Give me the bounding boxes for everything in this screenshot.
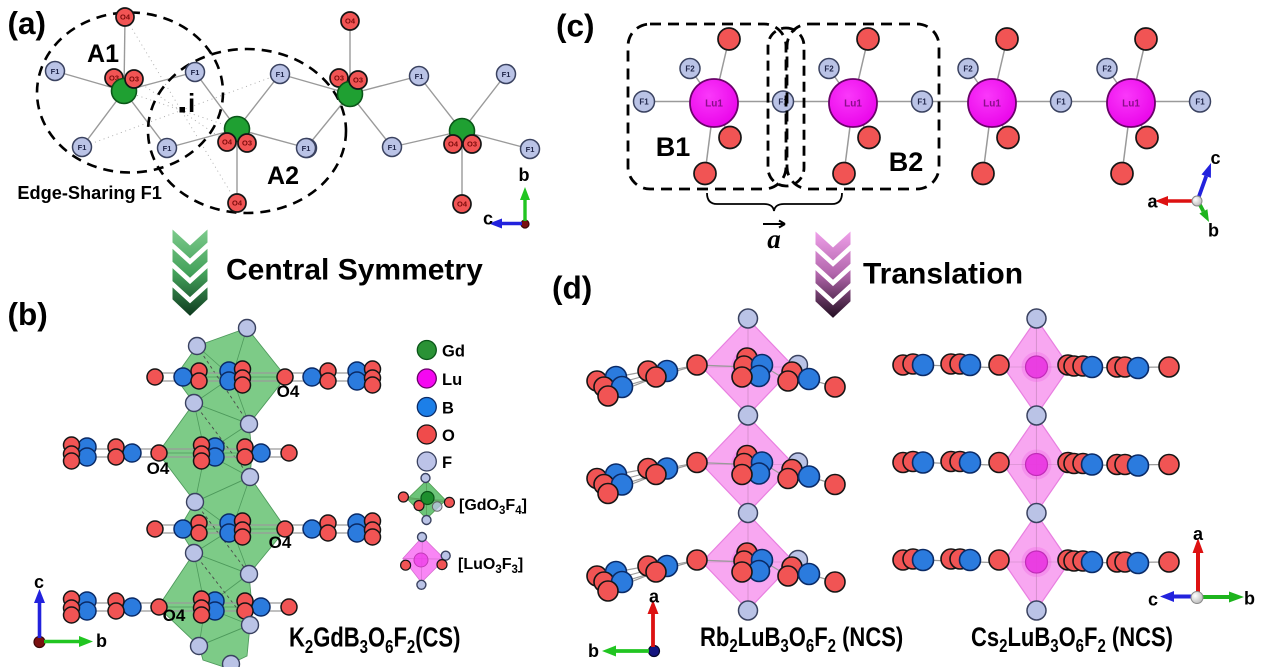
svg-text:F1: F1 [639,97,649,106]
svg-text:F1: F1 [51,67,60,76]
svg-text:A2: A2 [267,162,299,190]
svg-text:Rb2LuB3O6F2 (NCS): Rb2LuB3O6F2 (NCS) [700,623,903,657]
svg-text:O4: O4 [232,199,243,208]
svg-text:F: F [442,454,452,472]
svg-text:b: b [1208,221,1219,241]
svg-text:i: i [188,88,195,118]
svg-text:a: a [1147,192,1158,212]
svg-text:a: a [1193,524,1204,544]
svg-text:c: c [34,572,44,592]
svg-text:Lu: Lu [442,371,462,389]
svg-text:K2GdB3O6F2(CS): K2GdB3O6F2(CS) [289,622,460,657]
svg-text:F2: F2 [685,64,695,73]
svg-text:F2: F2 [824,64,834,73]
svg-text:F1: F1 [415,72,424,81]
svg-text:(b): (b) [8,296,48,332]
svg-text:Lu1: Lu1 [844,99,862,110]
svg-text:O4: O4 [120,13,131,22]
svg-text:Lu1: Lu1 [705,99,723,110]
svg-text:b: b [1244,589,1255,609]
svg-text:F1: F1 [526,145,535,154]
svg-text:a: a [767,224,781,254]
svg-text:[GdO3F4]: [GdO3F4] [459,497,527,517]
svg-text:b: b [588,641,599,661]
svg-text:B2: B2 [889,147,924,177]
svg-text:F1: F1 [276,70,285,79]
svg-text:Translation: Translation [863,258,1023,291]
svg-text:B1: B1 [656,132,691,162]
svg-text:O3: O3 [109,74,119,83]
svg-text:F1: F1 [163,144,172,153]
svg-text:b: b [519,165,530,185]
svg-text:F1: F1 [191,68,200,77]
svg-text:B: B [442,399,454,417]
svg-text:(a): (a) [8,5,47,41]
svg-text:O3: O3 [334,74,344,83]
svg-text:O3: O3 [467,140,477,149]
svg-text:Edge-Sharing F1: Edge-Sharing F1 [17,183,162,203]
svg-text:c: c [1148,590,1158,610]
svg-text:O4: O4 [277,382,300,401]
svg-text:(d): (d) [552,270,592,306]
svg-text:Central Symmetry: Central Symmetry [226,254,483,287]
svg-text:a: a [649,587,660,607]
svg-text:c: c [483,209,493,229]
svg-text:F1: F1 [302,144,311,153]
svg-text:F1: F1 [917,97,927,106]
svg-text:F2: F2 [1102,64,1112,73]
svg-text:F1: F1 [1195,97,1205,106]
svg-text:A1: A1 [87,40,119,68]
svg-text:F1: F1 [1056,97,1066,106]
svg-text:[LuO3F3]: [LuO3F3] [458,556,523,576]
svg-text:O3: O3 [242,139,252,148]
svg-text:O3: O3 [353,76,363,85]
svg-text:F1: F1 [78,143,87,152]
svg-text:c: c [1211,148,1221,168]
svg-text:O3: O3 [129,75,139,84]
svg-text:Gd: Gd [442,342,465,360]
svg-text:O: O [442,427,455,445]
svg-text:F1: F1 [502,70,511,79]
svg-text:F2: F2 [963,64,973,73]
svg-text:O4: O4 [345,17,356,26]
svg-text:O4: O4 [163,606,186,625]
svg-text:O4: O4 [222,138,233,147]
svg-text:O4: O4 [147,459,170,478]
svg-text:b: b [96,631,107,651]
svg-text:O4: O4 [448,140,459,149]
svg-text:F1: F1 [388,143,397,152]
svg-text:(c): (c) [556,8,595,44]
svg-text:Lu1: Lu1 [983,99,1001,110]
svg-text:Lu1: Lu1 [1122,99,1140,110]
svg-text:O4: O4 [457,200,468,209]
svg-text:O4: O4 [269,533,292,552]
svg-text:F1: F1 [778,97,788,106]
